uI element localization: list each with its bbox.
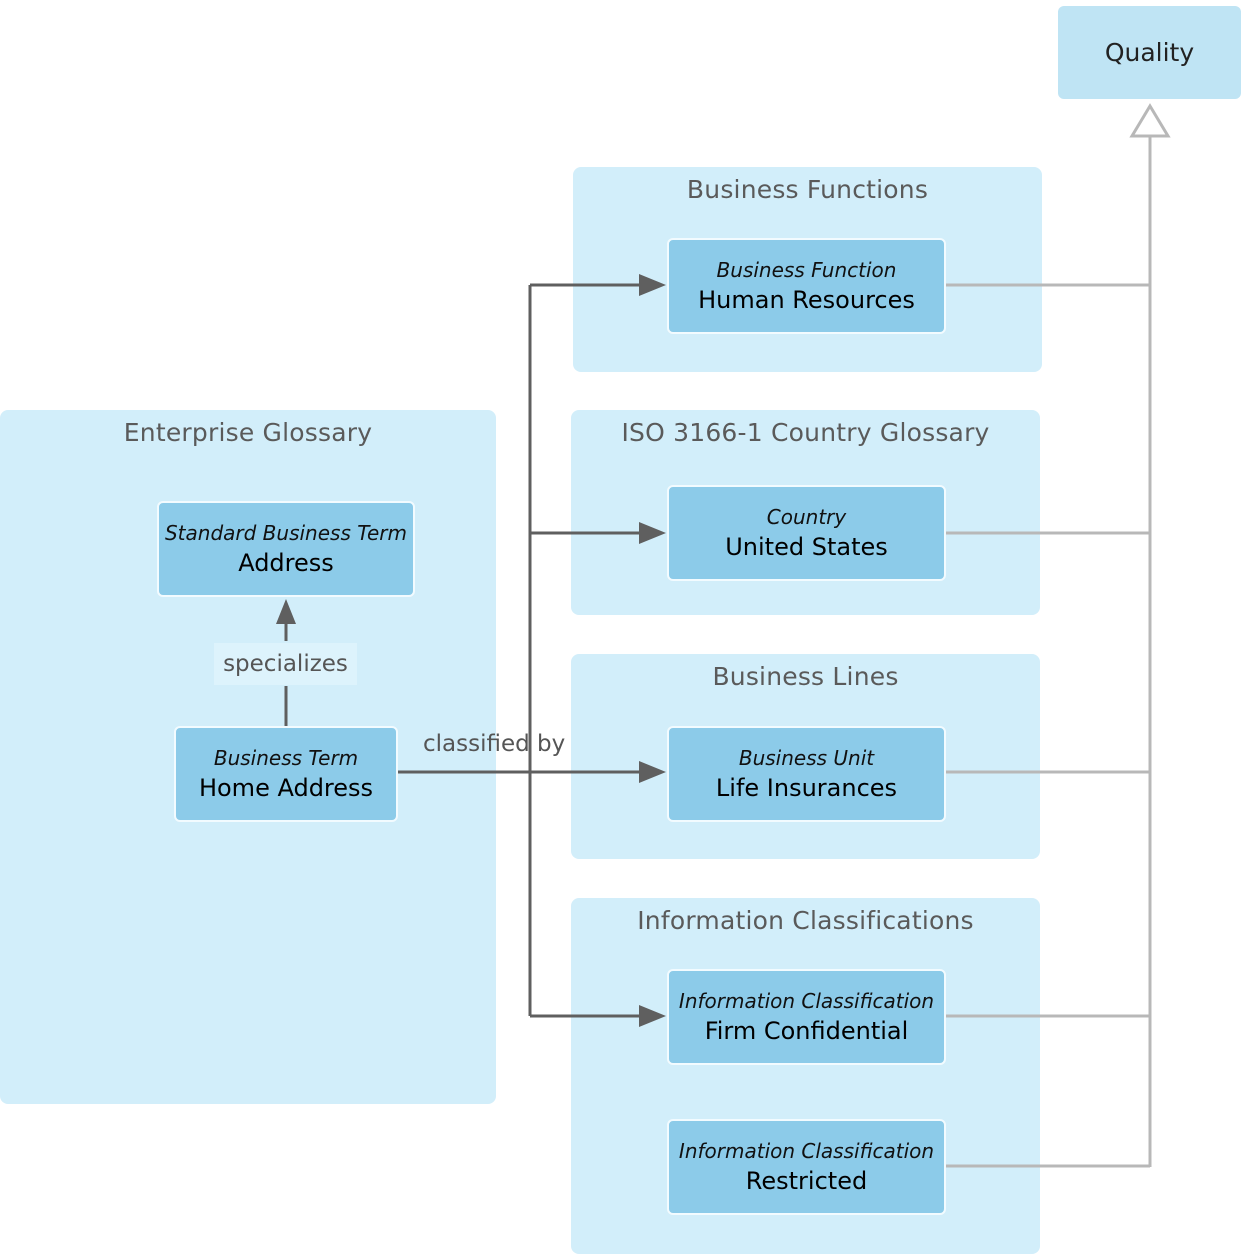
node-type: Information Classification xyxy=(678,989,935,1013)
node-name: Home Address xyxy=(198,774,374,802)
group-information-classifications: Information Classifications xyxy=(571,898,1040,1254)
node-united-states[interactable]: Country United States xyxy=(667,485,946,581)
group-title: Business Functions xyxy=(686,175,929,204)
group-title: ISO 3166-1 Country Glossary xyxy=(621,418,990,447)
group-business-functions: Business Functions xyxy=(573,167,1042,372)
node-life-insurances[interactable]: Business Unit Life Insurances xyxy=(667,726,946,822)
node-type: Information Classification xyxy=(678,1139,935,1163)
node-firm-confidential[interactable]: Information Classification Firm Confiden… xyxy=(667,969,946,1065)
node-name: Firm Confidential xyxy=(704,1017,909,1045)
node-name: Address xyxy=(238,549,334,577)
node-type: Business Unit xyxy=(738,746,875,770)
node-name: Restricted xyxy=(745,1167,868,1195)
node-address[interactable]: Standard Business Term Address xyxy=(157,501,415,597)
node-home-address[interactable]: Business Term Home Address xyxy=(174,726,398,822)
node-name: Life Insurances xyxy=(715,774,898,802)
specializes-label: specializes xyxy=(214,643,357,685)
generalization-arrowhead xyxy=(1129,103,1171,138)
node-name: Human Resources xyxy=(698,286,915,314)
node-type: Business Function xyxy=(716,258,897,282)
node-type: Business Term xyxy=(213,746,359,770)
group-title: Enterprise Glossary xyxy=(123,418,373,447)
group-title: Business Lines xyxy=(712,662,899,691)
node-type: Country xyxy=(766,505,847,529)
node-type: Standard Business Term xyxy=(164,521,407,545)
classified-by-label: classified by xyxy=(423,731,566,757)
quality-node[interactable]: Quality xyxy=(1058,6,1241,99)
node-human-resources[interactable]: Business Function Human Resources xyxy=(667,238,946,334)
node-name: United States xyxy=(725,533,888,561)
group-title: Information Classifications xyxy=(637,906,974,935)
node-restricted[interactable]: Information Classification Restricted xyxy=(667,1119,946,1215)
